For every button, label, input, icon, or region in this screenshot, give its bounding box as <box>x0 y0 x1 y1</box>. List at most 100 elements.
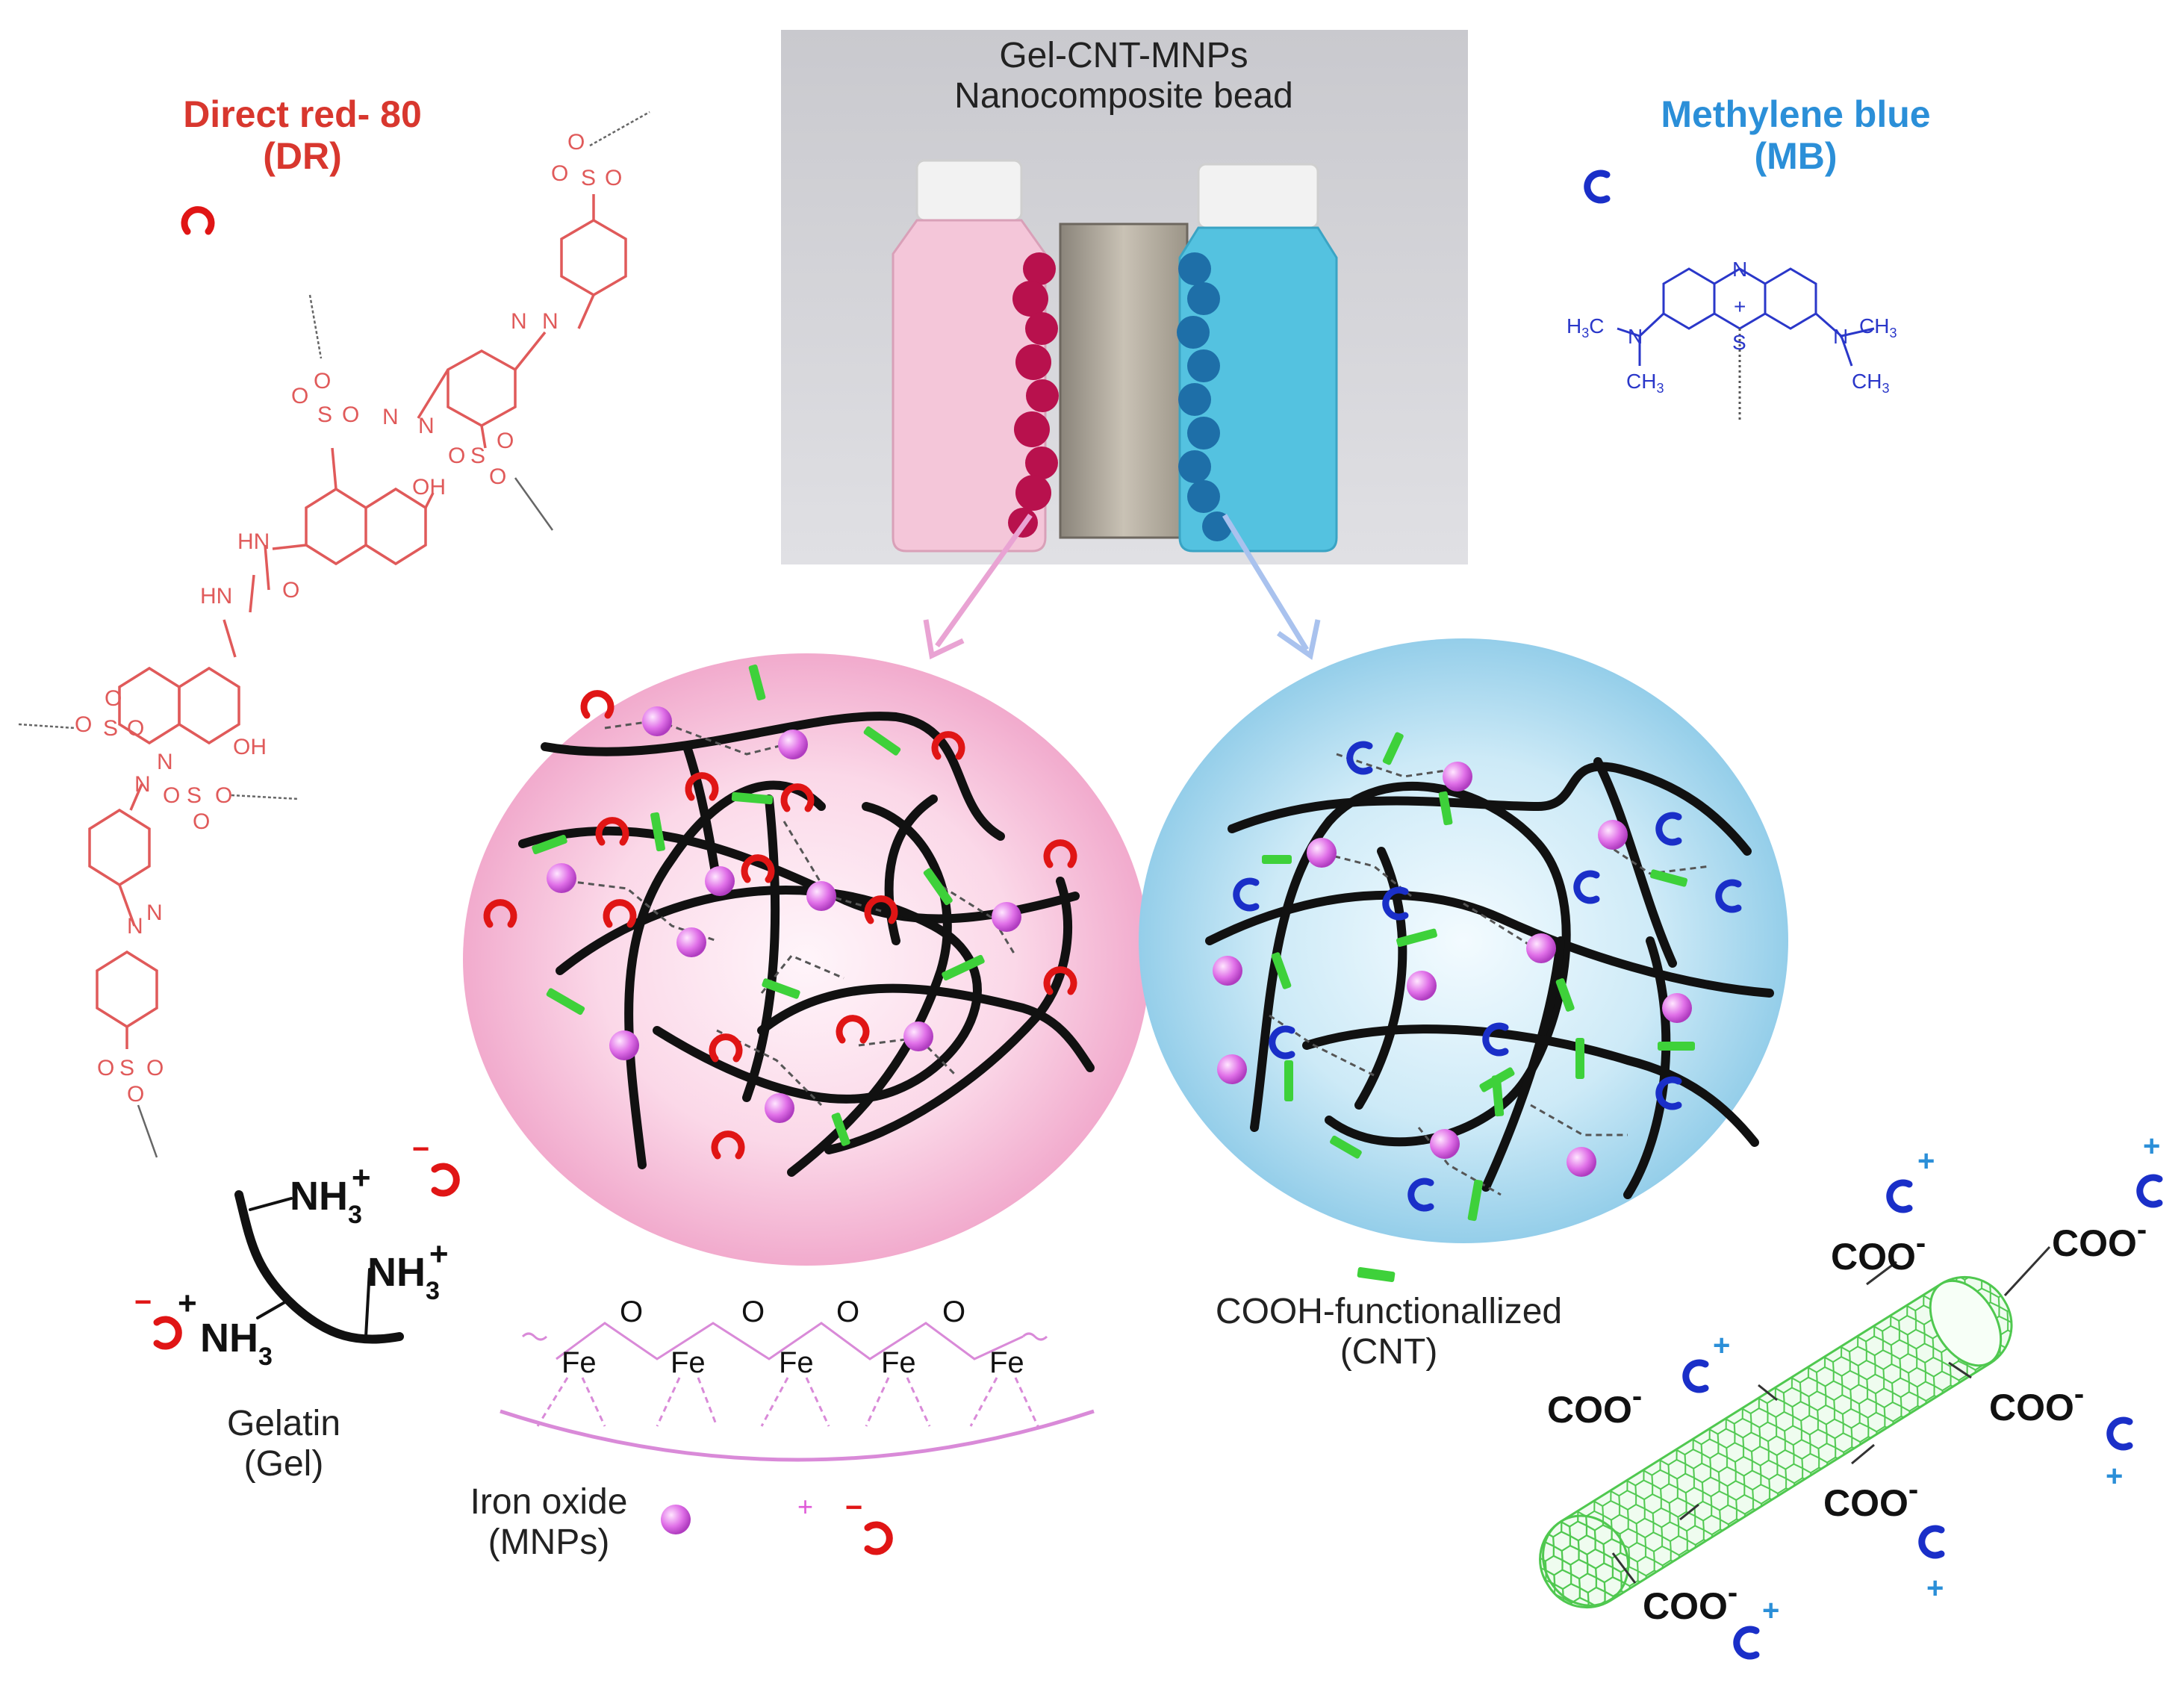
svg-text:N: N <box>1732 258 1747 281</box>
svg-text:N: N <box>418 414 435 438</box>
svg-text:S: S <box>103 716 118 741</box>
mnp-sphere-icon <box>661 1505 691 1534</box>
svg-text:NH3+: NH3+ <box>290 1160 371 1229</box>
dr80-structure <box>88 194 627 1049</box>
mb-structure <box>1617 267 1875 422</box>
svg-text:HN: HN <box>200 584 232 609</box>
iron-oxide-dr-dye <box>868 1525 889 1552</box>
gelatin-dr-dye-minus: − − <box>134 1133 429 1319</box>
mb-name-line1: Methylene blue <box>1661 93 1931 135</box>
cnt-tube <box>1539 1245 2051 1609</box>
dr80-bond-lines <box>18 111 650 1158</box>
svg-text:N: N <box>146 901 163 925</box>
svg-text:O: O <box>282 578 299 603</box>
arrow-to-blue-bead <box>1222 514 1321 660</box>
iron-oxide-label-line1: Iron oxide <box>470 1482 628 1522</box>
mb-atom-labels: N + S N N H3C CH3 CH3 CH3 <box>1567 258 1897 396</box>
svg-text:N: N <box>511 309 527 334</box>
cnt-coo-labels: COO- COO- COO- COO- COO- COO- <box>1547 1213 2147 1627</box>
svg-text:CH3: CH3 <box>1852 370 1889 396</box>
svg-text:N: N <box>542 309 559 334</box>
svg-text:CH3: CH3 <box>1859 314 1897 340</box>
dr-name: Direct red- 80 (DR) <box>134 93 470 177</box>
iron-oxide-label-line2: (MNPs) <box>488 1522 610 1562</box>
svg-text:N: N <box>1628 325 1643 348</box>
svg-text:−: − <box>412 1133 429 1166</box>
svg-text:S: S <box>470 444 485 468</box>
svg-text:O: O <box>942 1296 965 1328</box>
svg-text:O: O <box>448 444 465 468</box>
svg-text:COO-: COO- <box>1831 1227 1926 1278</box>
iron-oxide-plus: + <box>797 1491 813 1522</box>
svg-text:O: O <box>97 1056 114 1080</box>
svg-text:+: + <box>1734 295 1746 318</box>
svg-text:+: + <box>1762 1594 1779 1627</box>
cnt-label: COOH-functionallized (CNT) <box>1165 1292 1613 1372</box>
svg-text:N: N <box>127 914 143 939</box>
svg-text:OH: OH <box>412 475 446 500</box>
svg-text:O: O <box>291 384 308 408</box>
svg-text:Fe: Fe <box>989 1346 1024 1379</box>
svg-text:O: O <box>342 402 359 427</box>
svg-text:COO-: COO- <box>2052 1213 2147 1264</box>
svg-text:S: S <box>581 166 596 190</box>
svg-text:O: O <box>163 783 180 808</box>
mb-name-line2: (MB) <box>1754 135 1838 177</box>
svg-text:O: O <box>567 130 585 155</box>
svg-text:Fe: Fe <box>671 1346 706 1379</box>
svg-text:O: O <box>497 429 514 453</box>
svg-text:NH3: NH3 <box>200 1316 273 1371</box>
dr-name-line1: Direct red- 80 <box>183 93 422 135</box>
svg-text:COO-: COO- <box>1547 1380 1642 1431</box>
photo-title-line1: Gel-CNT-MNPs <box>999 36 1248 75</box>
magnet-block <box>1059 223 1189 539</box>
svg-text:+: + <box>2106 1460 2123 1493</box>
svg-text:COO-: COO- <box>1823 1473 1918 1524</box>
cnt-label-line1: COOH-functionallized <box>1215 1292 1563 1331</box>
arrow-to-pink-bead <box>923 513 1033 660</box>
blue-vial <box>1177 163 1338 553</box>
mb-dye-icon <box>1587 173 1607 200</box>
blue-bead <box>1139 638 1788 1243</box>
svg-text:O: O <box>620 1296 643 1328</box>
dr-name-line2: (DR) <box>263 135 342 177</box>
svg-text:Fe: Fe <box>881 1346 916 1379</box>
svg-text:+: + <box>1917 1145 1935 1178</box>
iron-oxide-lattice <box>500 1322 1095 1462</box>
svg-text:N: N <box>1833 325 1848 348</box>
svg-text:O: O <box>741 1296 765 1328</box>
svg-text:O: O <box>127 1082 144 1107</box>
svg-text:O: O <box>146 1056 164 1080</box>
svg-text:+: + <box>1713 1329 1730 1362</box>
svg-text:O: O <box>836 1296 859 1328</box>
svg-text:O: O <box>105 686 122 711</box>
svg-text:S: S <box>317 402 332 427</box>
svg-text:O: O <box>605 166 622 190</box>
dr-dye-icon <box>184 210 211 231</box>
svg-text:+: + <box>178 1285 197 1322</box>
gelatin-label-line2: (Gel) <box>243 1443 324 1484</box>
svg-text:COO-: COO- <box>1643 1576 1737 1627</box>
svg-text:O: O <box>127 716 144 741</box>
svg-text:Fe: Fe <box>561 1346 597 1379</box>
svg-text:N: N <box>134 772 151 797</box>
svg-text:HN: HN <box>237 529 270 554</box>
photo-title-line2: Nanocomposite bead <box>954 75 1293 116</box>
iron-oxide-label: Iron oxide (MNPs) <box>448 1482 650 1563</box>
photo-title: Gel-CNT-MNPs Nanocomposite bead <box>918 36 1329 116</box>
gelatin-label-line1: Gelatin <box>226 1404 341 1443</box>
svg-text:O: O <box>75 712 92 737</box>
cnt-fragment-icon <box>1357 1266 1396 1283</box>
svg-text:S: S <box>119 1056 134 1080</box>
cnt-mb-plus: ++ ++ ++ <box>1713 1130 2160 1627</box>
svg-text:S: S <box>1732 331 1746 354</box>
svg-text:O: O <box>314 369 331 394</box>
iron-oxide-dr-minus: − <box>845 1491 862 1524</box>
cnt-fragments <box>532 664 985 1146</box>
svg-text:COO-: COO- <box>1989 1378 2084 1428</box>
svg-text:+: + <box>1926 1572 1944 1605</box>
gelatin-chains-blue <box>1205 757 1774 1199</box>
cnt-label-line2: (CNT) <box>1340 1331 1438 1372</box>
